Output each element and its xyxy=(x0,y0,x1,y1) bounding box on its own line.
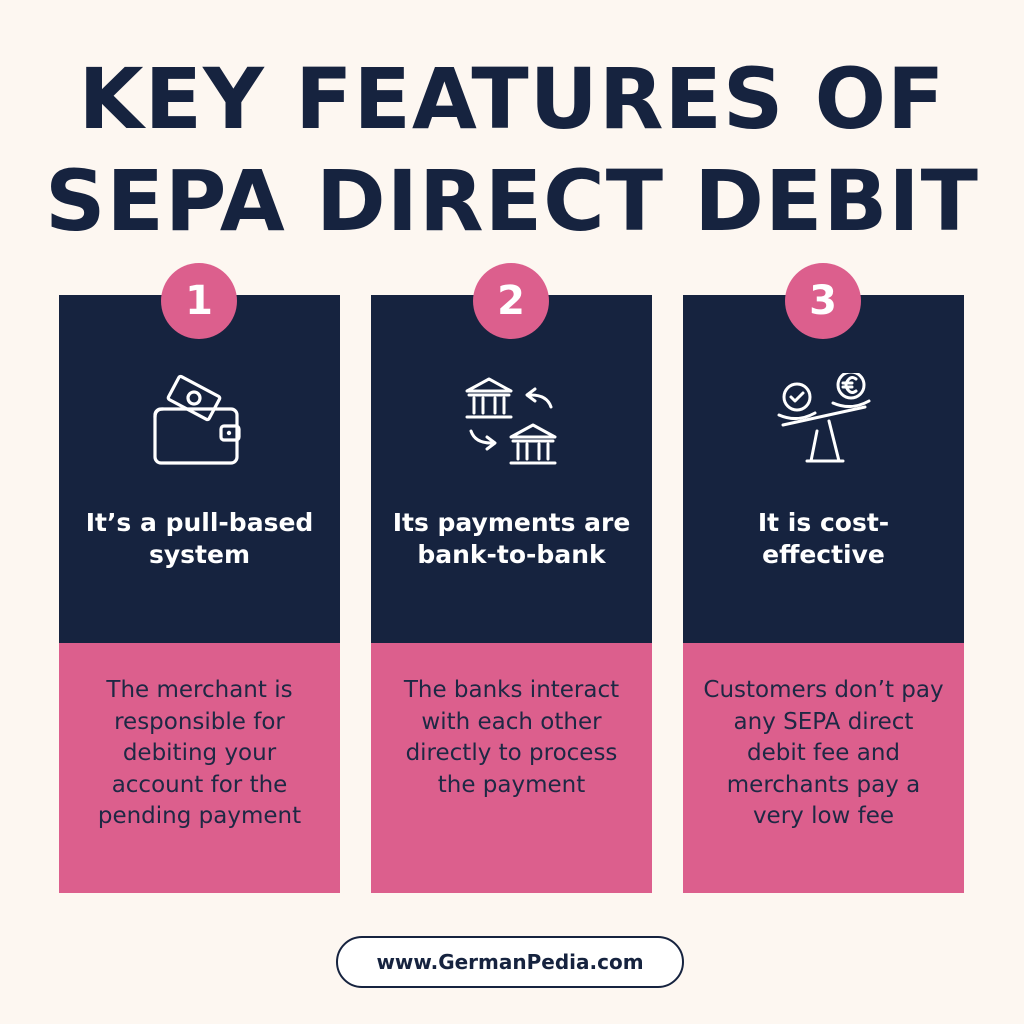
feature-card-2-description: The banks interact with each other direc… xyxy=(403,677,620,798)
feature-card-3-bottom: Customers don’t pay any SEPA direct debi… xyxy=(683,643,964,893)
feature-card-1-number-badge: 1 xyxy=(161,263,237,339)
feature-card-3-number-badge: 3 xyxy=(785,263,861,339)
feature-card-1-heading: It’s a pull-based system xyxy=(85,508,314,569)
feature-card-3: It is cost-effective Customers don’t pay… xyxy=(683,263,964,893)
feature-card-3-heading: It is cost-effective xyxy=(757,508,890,569)
page-title: KEY FEATURES OF SEPA DIRECT DEBIT xyxy=(0,48,1024,252)
website-url-pill[interactable]: www.GermanPedia.com xyxy=(336,936,684,988)
feature-card-1-bottom: The merchant is responsible for debiting… xyxy=(59,643,340,893)
feature-card-2-top: Its payments are bank-to-bank xyxy=(371,295,652,643)
title-line-2: SEPA DIRECT DEBIT xyxy=(45,152,979,250)
feature-card-1-description: The merchant is responsible for debiting… xyxy=(97,677,302,829)
feature-card-1-top: It’s a pull-based system xyxy=(59,295,340,643)
feature-card-2: Its payments are bank-to-bank The banks … xyxy=(371,263,652,893)
feature-card-2-heading: Its payments are bank-to-bank xyxy=(392,508,631,569)
balance-scale-euro-icon xyxy=(777,373,871,463)
feature-card-1: It’s a pull-based system The merchant is… xyxy=(59,263,340,893)
feature-card-2-bottom: The banks interact with each other direc… xyxy=(371,643,652,893)
wallet-icon xyxy=(153,374,241,465)
feature-card-3-top: It is cost-effective xyxy=(683,295,964,643)
feature-card-3-description: Customers don’t pay any SEPA direct debi… xyxy=(703,677,944,829)
title-line-1: KEY FEATURES OF xyxy=(78,50,946,148)
feature-card-2-number-badge: 2 xyxy=(473,263,549,339)
bank-transfer-icon xyxy=(465,377,557,465)
